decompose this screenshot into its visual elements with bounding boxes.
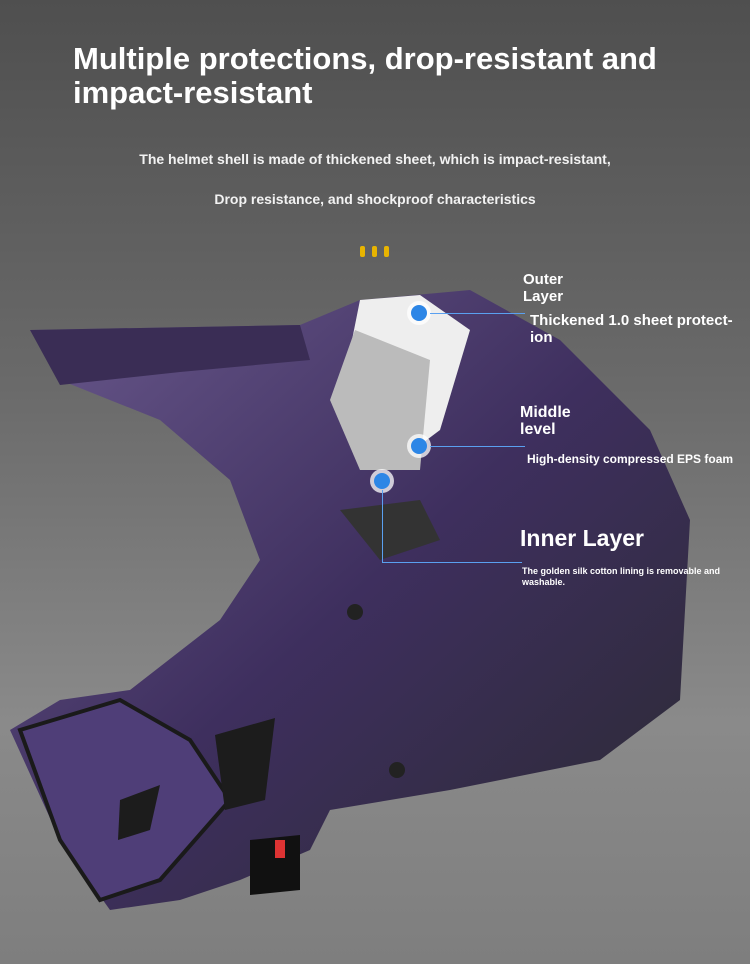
middle-layer-leader-line xyxy=(430,446,525,447)
inner-layer-leader-vertical xyxy=(382,490,383,562)
middle-layer-marker xyxy=(411,438,427,454)
middle-layer-label: Middle level xyxy=(520,404,571,438)
inner-layer-label: Inner Layer xyxy=(520,525,644,551)
inner-layer-desc: The golden silk cotton lining is removab… xyxy=(522,566,721,587)
page-title: Multiple protections, drop-resistant and… xyxy=(73,41,657,110)
outer-layer-desc: Thickened 1.0 sheet protect-ion xyxy=(530,312,733,346)
inner-layer-leader-line xyxy=(382,562,522,563)
subtitle-line-1: The helmet shell is made of thickened sh… xyxy=(139,151,611,167)
outer-layer-leader-line xyxy=(430,313,525,314)
divider-dots xyxy=(360,246,389,257)
outer-layer-label: Outer Layer xyxy=(523,271,564,305)
inner-layer-marker xyxy=(374,473,390,489)
outer-layer-marker xyxy=(411,305,427,321)
middle-layer-desc: High-density compressed EPS foam xyxy=(527,452,734,466)
subtitle-line-2: Drop resistance, and shockproof characte… xyxy=(214,191,536,207)
